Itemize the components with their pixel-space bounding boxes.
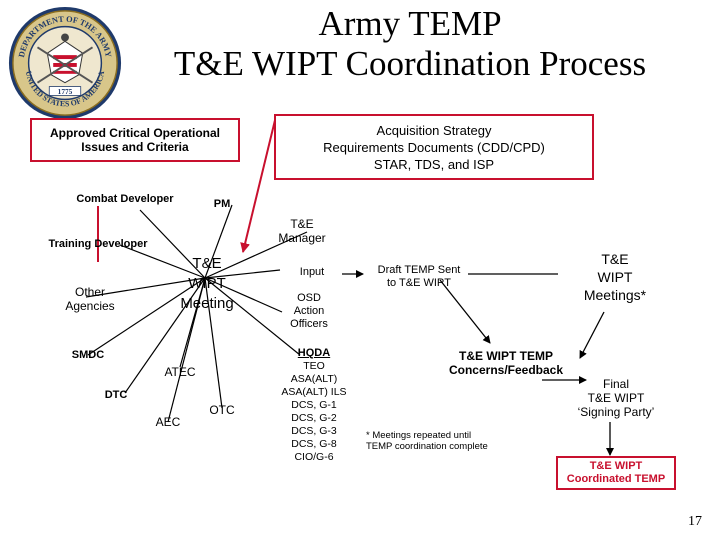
hqda-item: DCS, G-3 (291, 425, 337, 437)
coic-box: Approved Critical Operational Issues and… (30, 118, 240, 162)
osd-label: OSD Action Officers (290, 291, 328, 330)
smdc-node: SMDC (58, 345, 118, 365)
otc-label: OTC (209, 403, 235, 417)
other-agencies-node: Other Agencies (50, 282, 130, 316)
red-arrow-acq-to-pm (240, 115, 277, 253)
final-label: Final T&E WIPT ‘Signing Party’ (577, 377, 655, 419)
hqda-item: CIO/G-6 (294, 451, 334, 463)
wipt-meeting-label: T&E WIPT Meeting (180, 255, 234, 312)
wipt-meeting-node: T&E WIPT Meeting (162, 252, 252, 316)
hqda-item: DCS, G-1 (291, 399, 337, 411)
hqda-item: ASA(ALT) ILS (281, 386, 347, 398)
dtc-node: DTC (88, 385, 144, 405)
concerns-node: T&E WIPT TEMP Concerns/Feedback (438, 346, 574, 380)
coordinated-temp-label: T&E WIPT Coordinated TEMP (566, 460, 666, 485)
coic-label: Approved Critical Operational Issues and… (49, 126, 221, 154)
smdc-label: SMDC (71, 348, 105, 361)
training-developer-node: Training Developer (28, 234, 168, 254)
acquisition-label: Acquisition Strategy Requirements Docume… (323, 122, 545, 172)
te-manager-node: T&E Manager (262, 214, 342, 248)
hqda-list: HQDA TEO ASA(ALT) ASA(ALT) ILS DCS, G-1 … (272, 347, 356, 464)
title-line-2: T&E WIPT Coordination Process (173, 44, 647, 83)
footnote: * Meetings repeated until TEMP coordinat… (366, 430, 488, 452)
army-seal-icon: DEPARTMENT OF THE ARMY UNITED STATES OF … (8, 6, 122, 120)
final-node: Final T&E WIPT ‘Signing Party’ (560, 374, 672, 422)
pm-label: PM (213, 197, 231, 210)
hqda-item: TEO (303, 360, 325, 372)
other-agencies-label: Other Agencies (65, 285, 115, 313)
hqda-item: DCS, G-8 (291, 438, 337, 450)
wipt-meetings-node: T&E WIPT Meetings* (560, 246, 670, 308)
acquisition-box: Acquisition Strategy Requirements Docume… (274, 114, 594, 180)
training-developer-label: Training Developer (48, 237, 148, 250)
hqda-item: DCS, G-2 (291, 412, 337, 424)
input-label: Input (299, 265, 325, 278)
spoke-lines (85, 204, 308, 423)
wipt-meetings-label: T&E WIPT Meetings* (583, 251, 647, 303)
aec-label: AEC (155, 415, 181, 429)
page-number: 17 (688, 514, 702, 529)
input-node: Input (282, 262, 342, 282)
aec-node: AEC (140, 412, 196, 432)
dtc-label: DTC (104, 388, 128, 401)
hqda-heading: HQDA (297, 347, 331, 359)
combat-developer-node: Combat Developer (60, 188, 190, 210)
coordinated-temp-box: T&E WIPT Coordinated TEMP (556, 456, 676, 490)
draft-temp-node: Draft TEMP Sent to T&E WIPT (360, 260, 478, 294)
atec-node: ATEC (150, 362, 210, 382)
combat-developer-label: Combat Developer (76, 192, 174, 205)
otc-node: OTC (196, 400, 248, 420)
seal-year: 1775 (58, 87, 73, 96)
title-line-1: Army TEMP (318, 4, 502, 43)
pm-node: PM (198, 193, 246, 215)
atec-label: ATEC (164, 365, 196, 379)
page-title: Army TEMP T&E WIPT Coordination Process (150, 4, 670, 84)
hqda-item: ASA(ALT) (290, 373, 338, 385)
concerns-label: T&E WIPT TEMP Concerns/Feedback (448, 349, 564, 377)
draft-temp-label: Draft TEMP Sent to T&E WIPT (377, 264, 461, 289)
te-manager-label: T&E Manager (278, 217, 326, 245)
flow-arrows (342, 270, 614, 456)
osd-node: OSD Action Officers (274, 290, 344, 332)
